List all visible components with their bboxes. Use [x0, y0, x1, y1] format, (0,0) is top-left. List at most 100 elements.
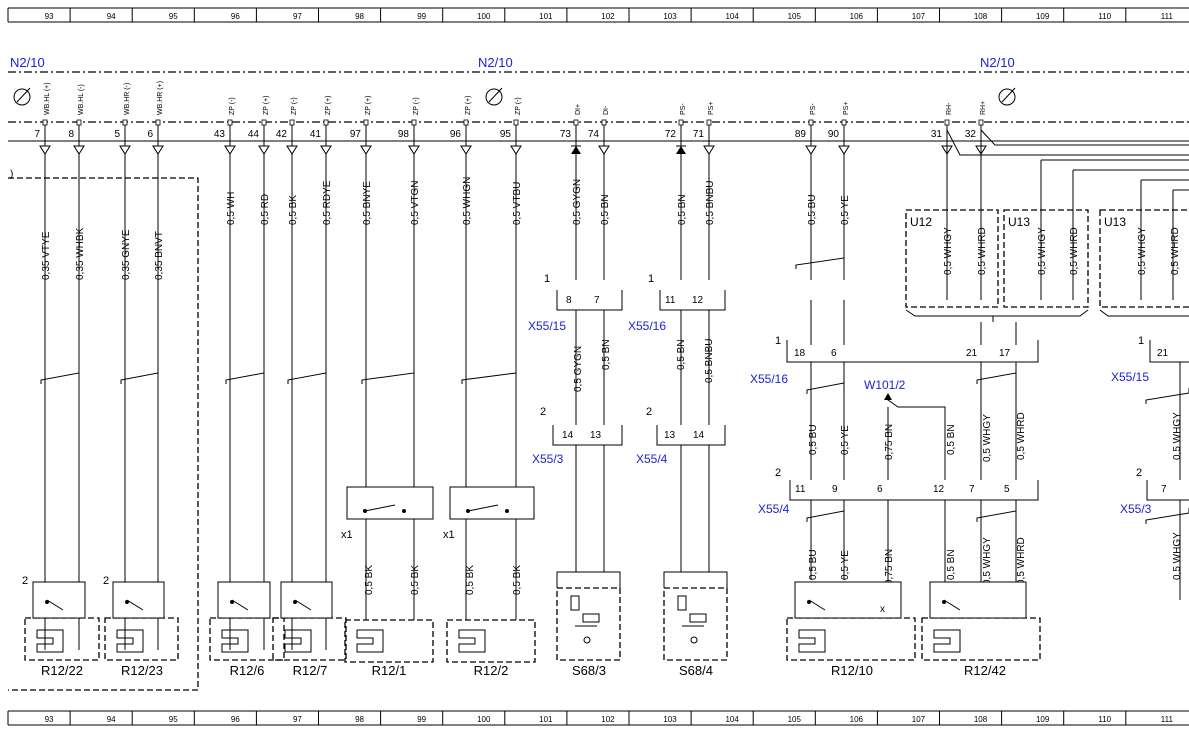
wire-label: 0,5 GYGN	[573, 346, 584, 392]
ground-symbol	[13, 87, 31, 106]
wire-label: 0,5 WHRD	[1016, 412, 1027, 460]
wire-label: 0,5 BNBU	[705, 181, 716, 225]
pin-label: 8	[68, 129, 74, 140]
wire-label: 0,5 WHGY	[1172, 532, 1183, 580]
signal-label: WB.HL (-)	[78, 84, 85, 115]
twist-mark	[795, 253, 845, 269]
wire-label: 0,5 WHGY	[1172, 412, 1183, 460]
ruler-number: 93	[45, 715, 54, 724]
ruler-number: 103	[663, 715, 677, 724]
signal-label: ZP (+)	[465, 95, 472, 115]
signal-label: PS+	[843, 102, 850, 115]
pin-label: 98	[398, 129, 410, 140]
enclosure-mark: )	[10, 169, 13, 180]
switch-mark: x1	[443, 529, 455, 541]
ruler-number: 109	[1036, 12, 1050, 21]
switch-box: x1	[341, 486, 434, 541]
ruler-number: 93	[45, 12, 54, 21]
signal-label: WB.HR (-)	[124, 83, 131, 115]
pin-label: 71	[693, 129, 705, 140]
wire-label: 0,5 WHGY	[943, 227, 954, 275]
signal-label: PS-	[680, 103, 687, 115]
ruler-number: 100	[477, 715, 491, 724]
wire-label: 0,5 GYGN	[572, 179, 583, 225]
splice-w101-2: W101/2	[864, 378, 946, 415]
signal-label: ZP (-)	[291, 97, 298, 115]
signal-label: ZP (+)	[325, 95, 332, 115]
ruler-number: 97	[293, 12, 302, 21]
ruler-number: 94	[107, 715, 116, 724]
pin-label: 11	[665, 295, 676, 306]
twist-mark	[976, 368, 1017, 384]
conn-num: 2	[646, 406, 652, 418]
u-label: U13	[1008, 215, 1030, 229]
wire-label: 0,5 WHGY	[1037, 227, 1048, 275]
ruler-number: 104	[725, 12, 739, 21]
top-wire: ZP (-)950,5 VTBU	[500, 97, 523, 490]
component-label: R12/7	[293, 663, 328, 678]
twist-mark	[120, 368, 159, 384]
ruler-number: 108	[974, 12, 988, 21]
u-wiring	[905, 129, 1189, 322]
wire-label: 0,5 BN	[946, 549, 957, 580]
pin-label: 44	[248, 129, 260, 140]
wire-label: 0,5 WHGN	[462, 177, 473, 225]
wire-label: 0,5 BN	[677, 194, 688, 225]
wire-label: 0,35 BNVT	[154, 231, 165, 280]
top-wire: WB.HR (+)60,35 BNVT	[147, 81, 165, 650]
connector-x55-3: 2 14 13 X55/3	[532, 406, 623, 466]
wire-label: 0,5 BN	[946, 424, 957, 455]
wire-label: 0,75 BN	[884, 424, 895, 460]
pin-label: 72	[665, 129, 677, 140]
wire-label: 0,5 WHRD	[1069, 227, 1080, 275]
wire-label: 0,35 WHBK	[75, 227, 86, 280]
pin-num: x	[880, 604, 885, 615]
connector-label: X55/16	[628, 319, 666, 333]
wire-label: 0,5 BNYE	[362, 181, 373, 225]
pin-label: 95	[500, 129, 512, 140]
ruler-number: 95	[169, 715, 178, 724]
twist-mark	[976, 506, 1017, 522]
signal-label: ZP (-)	[229, 97, 236, 115]
wire-label: 0,5 YE	[840, 195, 851, 225]
component-label: R12/23	[121, 663, 163, 678]
ruler-number: 96	[231, 12, 240, 21]
wire-label: 0,5 BU	[808, 424, 819, 455]
connector-x55-15: 1 8 7 X55/15	[528, 273, 623, 333]
twist-mark	[361, 368, 415, 384]
component-r12-42	[921, 581, 1041, 661]
ruler-number: 96	[231, 715, 240, 724]
wire-label: 0,5 BK	[288, 195, 299, 225]
connector-x55-15-right: 1 21 X55/15	[1111, 335, 1189, 384]
top-wire: PS-890,5 BU	[795, 103, 818, 280]
pin-label: 6	[147, 129, 153, 140]
component-label: R12/6	[230, 663, 265, 678]
ruler-number: 111	[1161, 12, 1174, 21]
pin-label: 31	[931, 129, 943, 140]
ruler-number: 109	[1036, 715, 1050, 724]
top-wire: PS+900,5 YE	[828, 102, 851, 280]
ruler-number: 101	[539, 715, 553, 724]
ruler-number: 99	[417, 12, 426, 21]
signal-label: RH-	[946, 102, 953, 115]
wire-label: 0,5 BK	[465, 565, 476, 595]
ruler-number: 107	[912, 715, 926, 724]
pin-label: 7	[1161, 484, 1167, 495]
wire-label: 0,5 BK	[512, 565, 523, 595]
ruler-number: 97	[293, 715, 302, 724]
signal-label: ZP (+)	[365, 95, 372, 115]
component-r12-7	[272, 581, 347, 661]
mid-wire-labels: 0,5 GYGN 0,5 BN 0,5 BN 0,5 BNBU 0,5 BU 0…	[364, 339, 1183, 595]
wire-label: 0,5 BN	[601, 339, 612, 370]
conn-num: 2	[540, 406, 546, 418]
component-r12-6	[209, 581, 285, 661]
wire-label: 0,5 BU	[808, 549, 819, 580]
connector-label: X55/3	[1120, 502, 1152, 516]
u-label: U13	[1104, 215, 1126, 229]
ruler-number: 94	[107, 12, 116, 21]
top-wire: ZP (+)440,5 RD	[248, 95, 271, 650]
connector-x55-4-wide: 2 11 9 6 12 7 5 X55/4	[758, 467, 1039, 516]
connector-label: X55/16	[750, 372, 788, 386]
wire-label: 0,5 BU	[807, 194, 818, 225]
top-wire: ZP (-)980,5 VTGN	[398, 97, 421, 490]
